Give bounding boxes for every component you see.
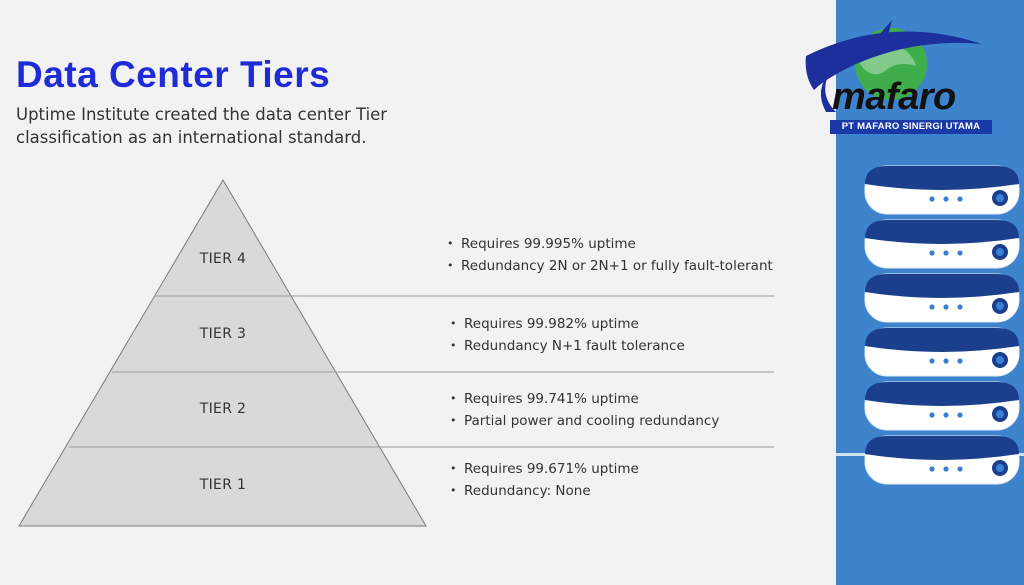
tier-1-uptime: Requires 99.671% uptime: [450, 458, 639, 480]
server-power-button-inner: [996, 464, 1004, 472]
logo-company-name: PT MAFARO SINERGI UTAMA: [830, 120, 992, 134]
tier-pyramid: [18, 179, 774, 527]
tier-label-2: TIER 2: [199, 401, 247, 417]
server-unit-top: [865, 166, 1019, 190]
logo-wordmark: mafaro: [832, 76, 956, 118]
server-unit-top: [865, 328, 1019, 352]
server-unit-top: [865, 382, 1019, 406]
tier-4-uptime: Requires 99.995% uptime: [447, 233, 773, 255]
tier-1-details: Requires 99.671% uptime Redundancy: None: [450, 458, 639, 502]
server-led-dot: [929, 250, 935, 256]
server-stack-icon: [864, 165, 1020, 485]
tier-1-redundancy: Redundancy: None: [450, 480, 639, 502]
server-led-dot: [957, 358, 963, 364]
globe-orbit-logo-icon: [805, 20, 982, 112]
server-power-button-inner: [996, 356, 1004, 364]
tier-label-1: TIER 1: [199, 477, 247, 493]
company-logo: mafaro PT MAFARO SINERGI UTAMA: [796, 20, 1006, 140]
server-led-dot: [957, 196, 963, 202]
server-led-dot: [957, 412, 963, 418]
server-unit-top: [865, 274, 1019, 298]
server-led-dot: [943, 466, 949, 472]
server-led-dot: [929, 358, 935, 364]
server-led-dot: [957, 466, 963, 472]
tier-3-redundancy: Redundancy N+1 fault tolerance: [450, 335, 685, 357]
server-unit-top: [865, 220, 1019, 244]
server-led-dot: [957, 304, 963, 310]
pyramid-shape: [18, 179, 427, 527]
server-power-button-inner: [996, 302, 1004, 310]
server-led-dot: [929, 304, 935, 310]
tier-2-uptime: Requires 99.741% uptime: [450, 388, 719, 410]
tier-4-details: Requires 99.995% uptime Redundancy 2N or…: [447, 233, 773, 277]
server-power-button-inner: [996, 194, 1004, 202]
server-led-dot: [957, 250, 963, 256]
server-power-button-inner: [996, 410, 1004, 418]
tier-2-details: Requires 99.741% uptime Partial power an…: [450, 388, 719, 432]
server-led-dot: [943, 196, 949, 202]
server-led-dot: [929, 412, 935, 418]
tier-label-4: TIER 4: [199, 251, 247, 267]
tier-4-redundancy: Redundancy 2N or 2N+1 or fully fault-tol…: [447, 255, 773, 277]
server-led-dot: [943, 250, 949, 256]
page-subtitle: Uptime Institute created the data center…: [16, 105, 388, 147]
server-led-dot: [943, 304, 949, 310]
tier-label-3: TIER 3: [199, 326, 247, 342]
server-unit-top: [865, 436, 1019, 460]
page-title: Data Center Tiers: [16, 54, 331, 95]
server-led-dot: [943, 412, 949, 418]
tier-3-details: Requires 99.982% uptime Redundancy N+1 f…: [450, 313, 685, 357]
server-led-dot: [929, 196, 935, 202]
tier-3-uptime: Requires 99.982% uptime: [450, 313, 685, 335]
server-led-dot: [929, 466, 935, 472]
server-power-button-inner: [996, 248, 1004, 256]
server-led-dot: [943, 358, 949, 364]
tier-2-redundancy: Partial power and cooling redundancy: [450, 410, 719, 432]
